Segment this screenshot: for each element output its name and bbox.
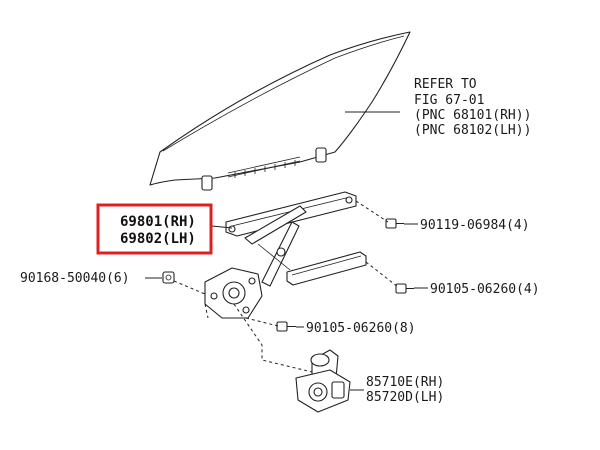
regulator-motor bbox=[295, 349, 351, 413]
door-glass bbox=[149, 31, 411, 191]
bolt-center-label[interactable]: 90105-06260(8) bbox=[306, 321, 416, 336]
bolt-upper-label[interactable]: 90119-06984(4) bbox=[420, 218, 530, 233]
bolt-center-icon bbox=[276, 321, 296, 332]
motor-part-rh[interactable]: 85710E(RH) bbox=[366, 375, 444, 390]
regulator-part-lh[interactable]: 69802(LH) bbox=[120, 231, 196, 247]
bolt-lower-label[interactable]: 90105-06260(4) bbox=[430, 282, 540, 297]
leader-lines bbox=[145, 200, 428, 391]
regulator-highlight-box bbox=[96, 203, 213, 255]
motor-part-lh[interactable]: 85720D(LH) bbox=[366, 390, 444, 405]
refer-line-4: (PNC 68102(LH)) bbox=[414, 123, 531, 138]
bolt-lower-icon bbox=[395, 283, 414, 294]
nut-left-label[interactable]: 90168-50040(6) bbox=[20, 271, 130, 286]
regulator-part-rh[interactable]: 69801(RH) bbox=[120, 214, 196, 230]
window-regulator bbox=[204, 191, 367, 319]
refer-line-1: REFER TO bbox=[414, 77, 477, 92]
nut-left-icon bbox=[162, 271, 175, 284]
bolt-upper-icon bbox=[385, 218, 404, 229]
refer-line-2: FIG 67-01 bbox=[414, 93, 484, 108]
refer-line-3: (PNC 68101(RH)) bbox=[414, 108, 531, 123]
